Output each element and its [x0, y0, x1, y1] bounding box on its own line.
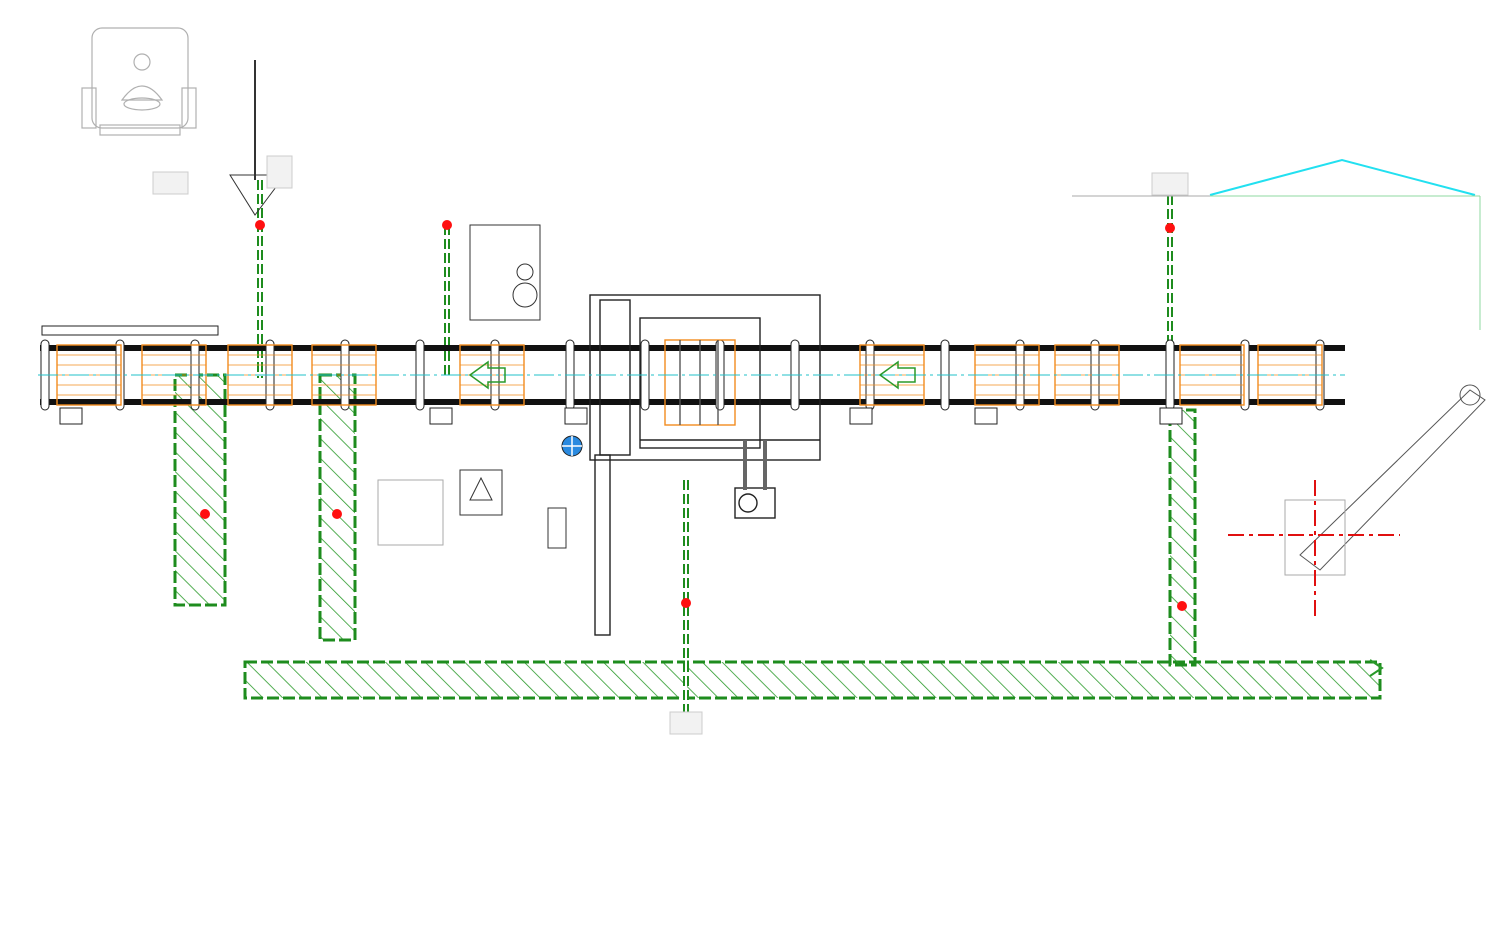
safety-point-icon: [200, 509, 210, 519]
central-machine: [589, 294, 821, 636]
drive-motor: [564, 407, 588, 425]
safety-point-icon: [1165, 223, 1175, 233]
safety-point-icon: [1177, 601, 1187, 611]
walkway-zone: [318, 373, 357, 642]
side-table: [41, 325, 219, 336]
safety-point-icon: [255, 220, 265, 230]
sensor-marker-icon: [561, 435, 583, 457]
drive-motor: [849, 407, 873, 425]
drive-motor: [1159, 407, 1183, 425]
direction-arrow-icon: [468, 360, 1384, 677]
drive-motor: [974, 407, 998, 425]
safety-points: [200, 220, 1187, 611]
auxiliary-unit: [229, 60, 567, 549]
walkway-zone: [173, 373, 227, 607]
safety-point-icon: [442, 220, 452, 230]
drive-motor: [59, 407, 83, 425]
safety-point-icon: [681, 598, 691, 608]
operator-figure-icon: [81, 27, 197, 136]
roof-structure: [1072, 158, 1481, 330]
walkway-zone: [243, 660, 1382, 700]
control-panel: [152, 155, 1189, 735]
drive-motor: [429, 407, 453, 425]
safety-point-icon: [332, 509, 342, 519]
crosshair-icon: [1228, 480, 1400, 620]
walkways: [173, 180, 1382, 722]
walkway-zone: [1168, 408, 1197, 667]
